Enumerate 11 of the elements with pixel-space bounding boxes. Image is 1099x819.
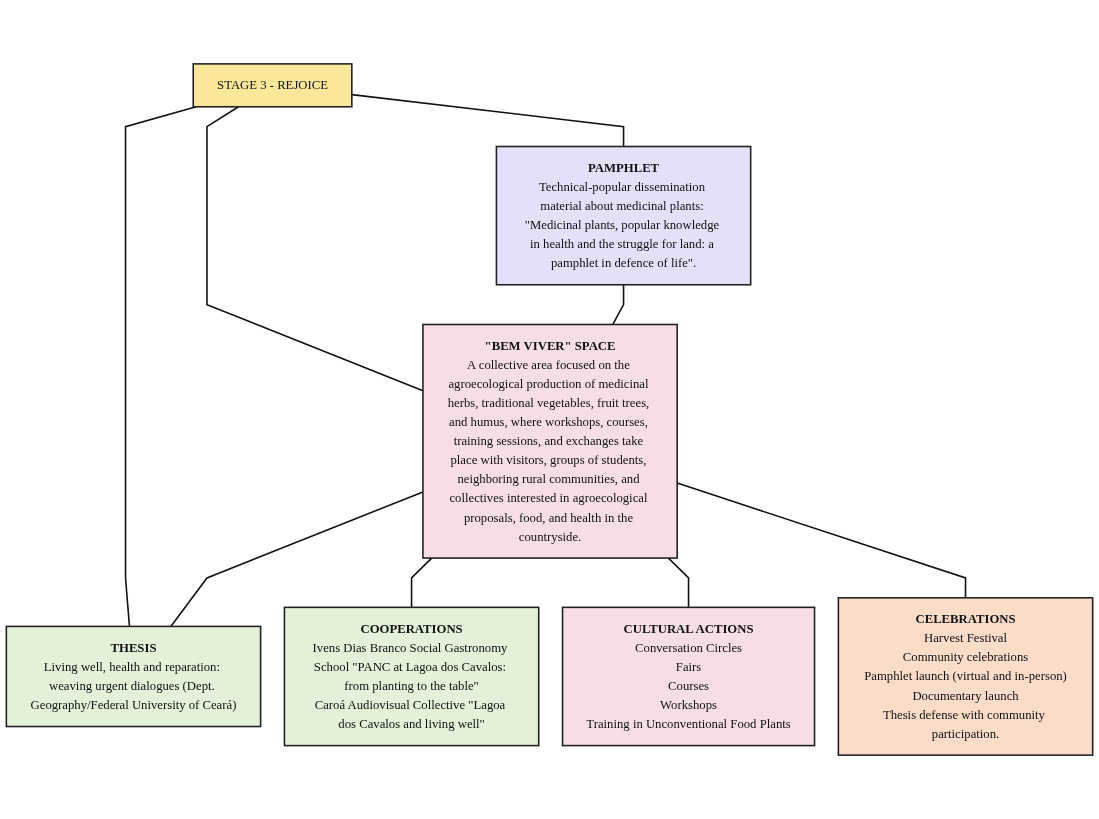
node-box: PAMPHLET Technical-popular dissemination material about medicinal plants: "Medicinal plants, popular knowledge in health and the struggle for land: a pamphlet in defence of life". (495, 145, 752, 286)
connector (410, 557, 433, 609)
node-box: CELEBRATIONS Harvest Festival Community celebrations Pamphlet launch (virtual and in-person) Documentary launch Thesis defense with community participation. (837, 597, 1094, 756)
node-box: STAGE 3 - REJOICE (192, 63, 353, 108)
node-box: CULTURAL ACTIONS Conversation Circles Fairs Courses Workshops Training in Unconventional Food Plants (561, 606, 816, 747)
node-box: "BEM VIVER" SPACE A collective area focused on the agroecological production of medicinal herbs, traditional vegetables, fruit trees, and humus, where workshops, courses, training sessions, and exchanges take place with visitors, groups of students, neighboring rural communities, and collectives interested in agroecological proposals, food, and health in the countryside. (422, 323, 678, 559)
connector (351, 93, 625, 148)
connector (612, 283, 625, 326)
node-box: THESIS Living well, health and reparation: weaving urgent dialogues (Dept. Geography/Federal University of Ceará) (5, 625, 262, 728)
node-box: COOPERATIONS Ivens Dias Branco Social Gastronomy School "PANC at Lagoa dos Cavalos: from planting to the table" Caroá Audiovisual Collective "Lagoa dos Cavalos and living well" (283, 606, 540, 747)
connector (667, 557, 690, 609)
